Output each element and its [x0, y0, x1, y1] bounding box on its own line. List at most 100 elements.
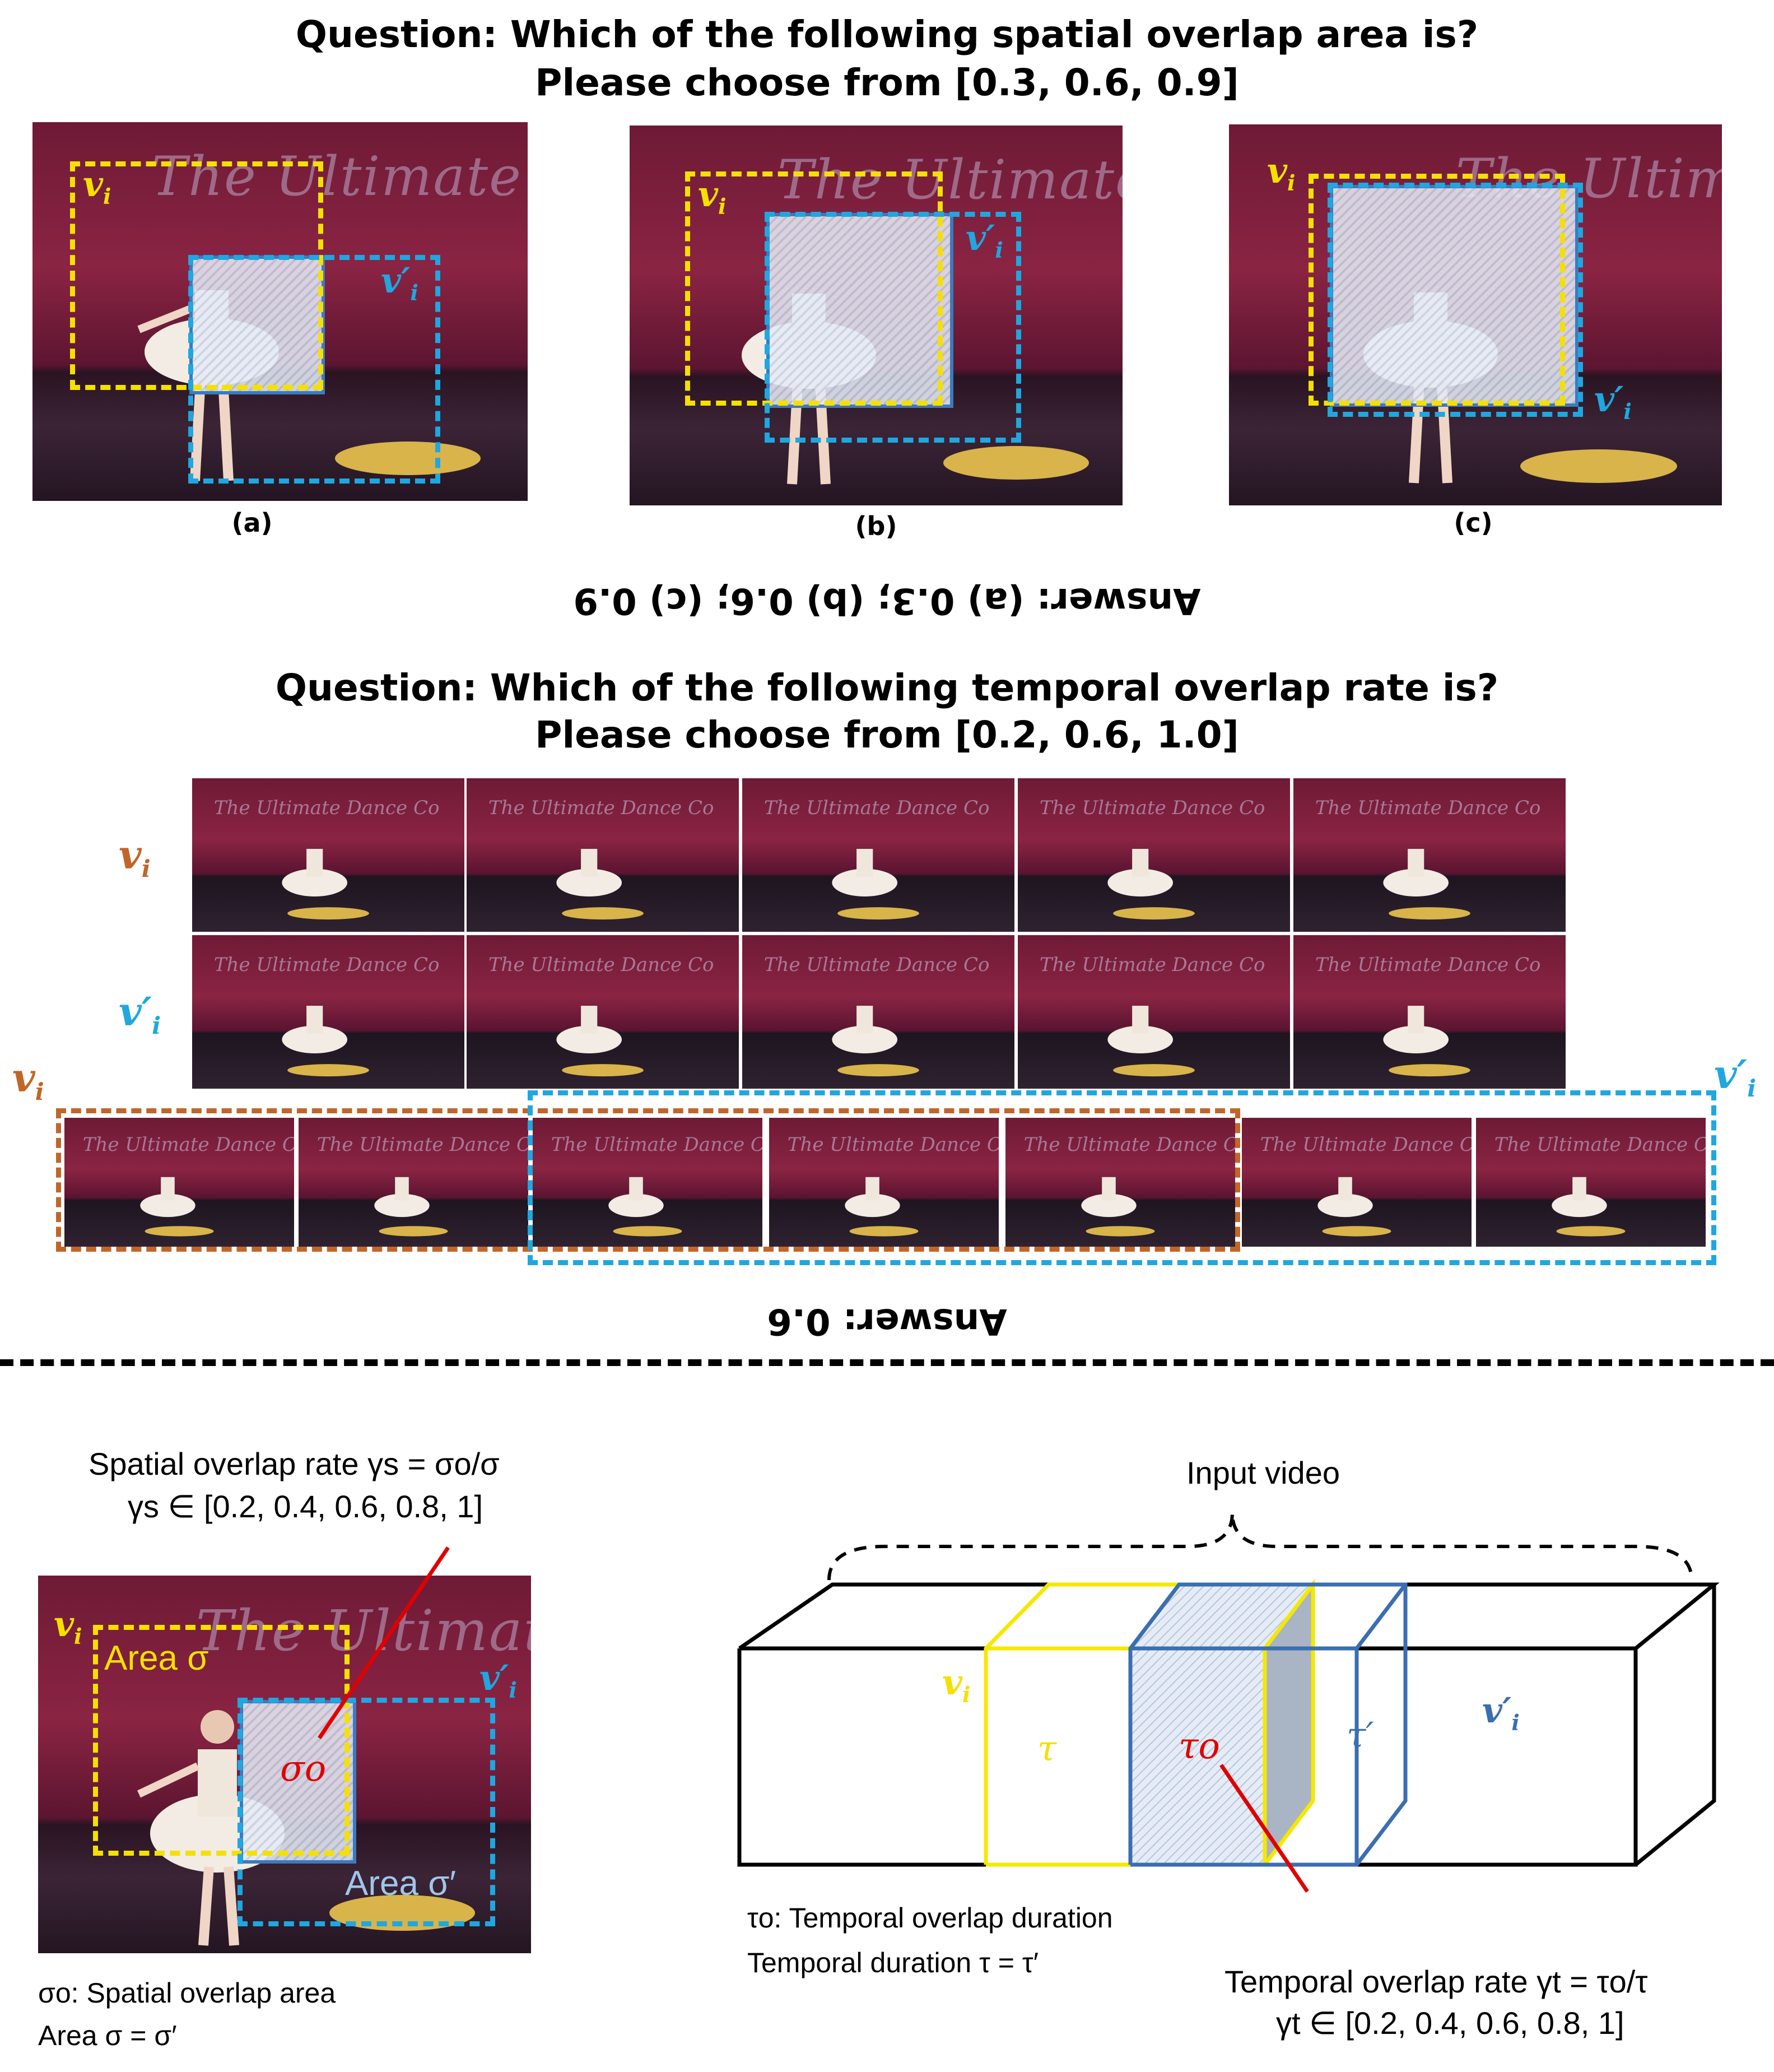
spatial-rate-title: Spatial overlap rate γs = σo/σ: [89, 1446, 500, 1481]
vpi-label-example: v′i: [479, 1657, 517, 1703]
frame-dancer: [1552, 1177, 1626, 1237]
frame-banner-text: The Ultimate Dance Co: [213, 796, 440, 819]
video-frame: The Ultimate Dance Co: [1240, 1116, 1473, 1248]
vpi-box-example: [238, 1698, 495, 1926]
stage-prop: [335, 442, 481, 475]
frame-dancer: [845, 1177, 919, 1237]
panel-banner-text: The Ultimate D: [151, 145, 528, 208]
frame-banner-text: The Ultimate Dance Co: [213, 953, 440, 976]
stage-prop: [943, 446, 1089, 480]
video-frame: The Ultimate Dance Co: [297, 1116, 530, 1248]
overlap-region-b: [766, 213, 953, 408]
video-frame: The Ultimate Dance Co: [741, 933, 1016, 1090]
tau-o-label: τo: [1179, 1726, 1220, 1767]
frame-dancer: [608, 1177, 682, 1237]
vi-box-c: [1309, 174, 1565, 406]
sigma-o-label: σo: [280, 1748, 327, 1790]
overlap-region-a: [189, 255, 325, 394]
vpi-label-a: v′i: [381, 260, 418, 305]
combined-label-vpi: v′i: [1714, 1051, 1757, 1102]
frame-banner-text: The Ultimate Dance Co: [1039, 953, 1265, 976]
frame-dancer: [1107, 1006, 1195, 1077]
temporal-rate-range: γt ∈ [0.2, 0.4, 0.6, 0.8, 1]: [1276, 2005, 1624, 2041]
frame-dancer: [1317, 1177, 1391, 1237]
temporal-question-line1: Question: Which of the following tempora…: [275, 666, 1499, 709]
vi-label-cube: vi: [942, 1662, 971, 1707]
section-divider: [0, 1359, 1774, 1366]
spatial-note-2: Area σ = σ′: [38, 2020, 177, 2051]
vpi-box-a: [188, 255, 440, 484]
frame-banner-text: The Ultimate Dance Co: [1023, 1133, 1237, 1156]
vpi-label-b: v′i: [966, 217, 1003, 263]
vi-box-a: [70, 161, 323, 390]
frame-banner-text: The Ultimate Dance Co: [316, 1133, 530, 1156]
frame-banner-text: The Ultimate Dance Co: [1315, 953, 1541, 976]
frame-banner-text: The Ultimate Dance Co: [763, 953, 990, 976]
area-sigma-label: Area σ: [104, 1639, 209, 1678]
vi-label-c: vi: [1267, 150, 1296, 196]
frame-banner-text: The Ultimate Dance Co: [763, 796, 990, 819]
vpi-label-cube: v′i: [1482, 1690, 1520, 1735]
video-frame: The Ultimate Dance Co: [1474, 1116, 1707, 1248]
frame-dancer: [374, 1177, 448, 1237]
frame-banner-text: The Ultimate Dance Co: [488, 796, 714, 819]
input-video-label: Input video: [1186, 1455, 1340, 1490]
combined-label-vi: vi: [12, 1054, 44, 1105]
frame-dancer: [140, 1177, 214, 1237]
frame-banner-text: The Ultimate Dance Co: [488, 953, 714, 976]
video-frame: The Ultimate Dance Co: [1004, 1116, 1237, 1248]
panel-banner-text: The Ultimate D: [777, 148, 1123, 211]
frame-dancer: [556, 849, 644, 920]
caption-b: (b): [855, 511, 897, 541]
video-frame: The Ultimate Dance Co: [1292, 777, 1567, 933]
caption-c: (c): [1454, 508, 1493, 538]
temporal-note-1: τo: Temporal overlap duration: [747, 1902, 1113, 1934]
panel-banner-text: The Ultimate D: [195, 1598, 531, 1664]
temporal-note-2: Temporal duration τ = τ′: [747, 1947, 1039, 1978]
stage-prop: [1520, 449, 1677, 483]
video-frame: The Ultimate Dance Co: [465, 777, 741, 933]
frame-dancer: [282, 1006, 369, 1077]
vi-box-example: [93, 1625, 350, 1856]
vi-span-box: [56, 1108, 1240, 1252]
caption-a: (a): [231, 508, 273, 538]
temporal-video-cube: [737, 1512, 1720, 1893]
frame-banner-text: The Ultimate Dance Co: [1260, 1133, 1473, 1156]
vpi-label-c: v′i: [1594, 379, 1632, 424]
sigma-o-pointer-line: [318, 1546, 450, 1739]
frame-dancer: [1383, 1006, 1470, 1077]
frame-banner-text: The Ultimate Dance Co: [1494, 1133, 1707, 1156]
video-frame: The Ultimate Dance Co: [767, 1116, 1000, 1248]
frame-banner-text: The Ultimate Dance Co: [82, 1133, 296, 1156]
video-frame: The Ultimate Dance Co: [190, 933, 466, 1090]
vpi-span-box: [528, 1090, 1716, 1265]
frame-dancer: [556, 1006, 644, 1077]
video-frame: The Ultimate Dance Co: [1016, 933, 1292, 1090]
spatial-rate-range: γs ∈ [0.2, 0.4, 0.6, 0.8, 1]: [128, 1489, 483, 1524]
frame-dancer: [1107, 849, 1195, 920]
frame-dancer: [832, 1006, 919, 1077]
vi-label-b: vi: [698, 174, 727, 219]
vi-label-a: vi: [83, 164, 111, 209]
frame-dancer: [1383, 849, 1470, 920]
spatial-question-line2: Please choose from [0.3, 0.6, 0.9]: [535, 61, 1239, 104]
video-frame: The Ultimate Dance Co: [1292, 933, 1567, 1090]
video-frame: The Ultimate Dance Co: [1016, 777, 1292, 933]
frame-dancer: [1081, 1177, 1155, 1237]
row-label-vpi: v′i: [119, 988, 161, 1039]
video-frame: The Ultimate Dance Co: [63, 1116, 296, 1248]
row-label-vi: vi: [119, 831, 151, 882]
temporal-question-line2: Please choose from [0.2, 0.6, 1.0]: [535, 713, 1239, 756]
area-sigma-prime-label: Area σ′: [345, 1864, 457, 1903]
vi-box-b: [685, 171, 943, 406]
spatial-question-line1: Question: Which of the following spatial…: [295, 13, 1479, 56]
spatial-answer: Answer: (a) 0.3; (b) 0.6; (c) 0.9: [573, 580, 1201, 621]
video-frame: The Ultimate Dance Co: [190, 777, 466, 933]
overlap-region-c: [1330, 185, 1579, 407]
tau-prime-label: τ′: [1347, 1715, 1374, 1755]
vpi-box-b: [765, 212, 1021, 443]
frame-banner-text: The Ultimate Dance Co: [551, 1133, 764, 1156]
frame-banner-text: The Ultimate Dance Co: [1039, 796, 1265, 819]
video-frame: The Ultimate Dance Co: [465, 933, 741, 1090]
tau-label: τ: [1037, 1728, 1057, 1769]
